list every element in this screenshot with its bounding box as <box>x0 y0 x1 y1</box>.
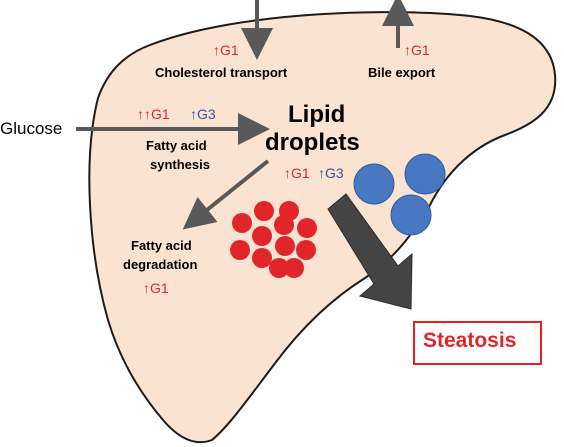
synthesis-g1-tag: ↑↑G1 <box>137 106 170 122</box>
degradation-arrow <box>182 159 270 230</box>
blue-droplet <box>390 194 432 236</box>
red-droplet <box>284 258 304 278</box>
red-lipid-droplets <box>230 201 317 278</box>
blue-droplet <box>353 163 395 205</box>
droplets-g1-tag: ↑G1 <box>284 165 310 181</box>
liver-outline <box>88 11 557 444</box>
droplets-g3-tag: ↑G3 <box>318 165 344 181</box>
red-droplet <box>232 213 252 233</box>
red-droplet <box>230 240 250 260</box>
degradation-g1-tag: ↑G1 <box>143 280 169 296</box>
steatosis-arrow <box>327 193 413 310</box>
steatosis-box <box>413 321 542 365</box>
red-droplet <box>297 218 317 238</box>
red-droplet <box>254 201 274 221</box>
blue-lipid-droplets <box>353 153 446 236</box>
blue-droplet <box>404 153 446 195</box>
red-droplet <box>252 226 272 246</box>
steatosis-label: Steatosis <box>423 329 517 352</box>
cholesterol-g1-tag: ↑G1 <box>213 42 239 58</box>
droplets-label: droplets <box>265 129 360 156</box>
bile-g1-tag: ↑G1 <box>404 42 430 58</box>
glucose-label: Glucose <box>0 119 63 138</box>
synthesis-g3-tag: ↑G3 <box>190 106 216 122</box>
red-droplet <box>296 240 316 260</box>
cholesterol-transport-label: Cholesterol transport <box>155 65 288 80</box>
bile-export-label: Bile export <box>368 65 436 80</box>
fatty-acid-degradation-label-line1: Fatty acid <box>131 238 192 253</box>
red-droplet <box>269 258 289 278</box>
fatty-acid-synthesis-label-line2: synthesis <box>150 157 210 172</box>
red-droplet <box>275 236 295 256</box>
lipid-label: Lipid <box>288 101 346 128</box>
red-droplet <box>274 215 294 235</box>
fatty-acid-degradation-label-line2: degradation <box>123 257 198 272</box>
fatty-acid-synthesis-label-line1: Fatty acid <box>146 138 207 153</box>
red-droplet <box>252 248 272 268</box>
